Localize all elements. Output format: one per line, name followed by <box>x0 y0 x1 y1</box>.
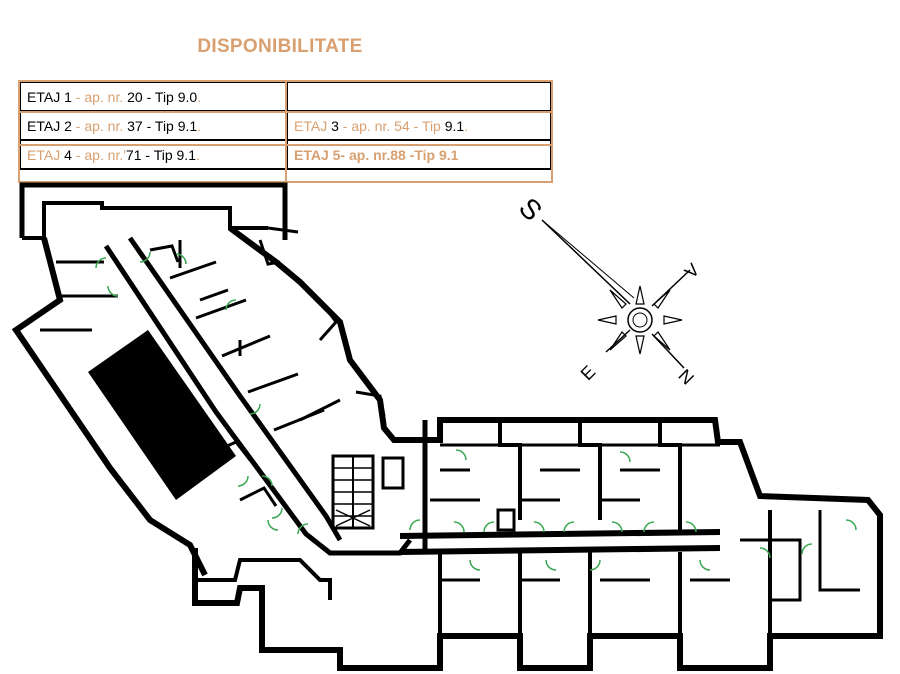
table-row: ETAJ 2 - ap. nr. 37 - Tip 9.1. ETAJ 3 - … <box>19 110 552 141</box>
compass-west-label: V <box>681 260 704 283</box>
floor-label: ETAJ 1 <box>27 88 72 105</box>
apartment-number: 71 <box>125 146 142 163</box>
dash-text: - <box>141 146 154 163</box>
floor-label: ETAJ <box>27 146 61 163</box>
floor-number: 4 <box>60 146 72 163</box>
page-title: DISPONIBILITATE <box>197 36 363 57</box>
table-cell-empty <box>286 81 552 112</box>
separator-text: - ap. nr.' <box>71 146 126 163</box>
etaj-5-text: ETAJ 5- ap. nr.88 -Tip 9.1 <box>294 146 459 163</box>
apartment-number: 54 <box>394 117 410 134</box>
end-dot: . <box>197 88 202 105</box>
dash-text: - Tip <box>409 117 445 134</box>
table-cell-etaj-1[interactable]: ETAJ 1 - ap. nr. 20 - Tip 9.0. <box>19 81 288 112</box>
dash-text: - <box>142 88 155 105</box>
floor-number: 3 <box>327 117 339 134</box>
building-walls <box>11 182 883 671</box>
compass-east-label: E <box>577 362 600 385</box>
availability-table: ETAJ 1 - ap. nr. 20 - Tip 9.0. ETAJ 2 - … <box>19 81 552 170</box>
atrium-hatch <box>88 330 236 500</box>
type-label: 9.1 <box>444 117 465 134</box>
compass-north-label: N <box>674 365 697 388</box>
dash-text: - <box>142 117 155 134</box>
floor-label: ETAJ <box>294 117 328 134</box>
type-label: Tip 9.1 <box>153 146 196 163</box>
apartment-number: 37 <box>127 117 143 134</box>
separator-text: - ap. nr. <box>71 117 128 134</box>
type-label: Tip 9.1 <box>154 117 198 134</box>
apartment-number: 20 <box>127 88 143 105</box>
end-dot: . <box>197 117 202 134</box>
table-row: ETAJ 1 - ap. nr. 20 - Tip 9.0. <box>19 81 552 112</box>
separator-text: - ap. nr. <box>71 88 128 105</box>
end-dot: . <box>195 146 200 163</box>
table-cell-etaj-2[interactable]: ETAJ 2 - ap. nr. 37 - Tip 9.1. <box>19 110 288 141</box>
end-dot: . <box>464 117 469 134</box>
separator-text: - ap. nr. <box>338 117 395 134</box>
door-swings <box>95 251 857 571</box>
type-label: Tip 9.0 <box>154 88 198 105</box>
compass-rose <box>541 219 691 369</box>
floor-label: ETAJ 2 <box>27 117 72 134</box>
